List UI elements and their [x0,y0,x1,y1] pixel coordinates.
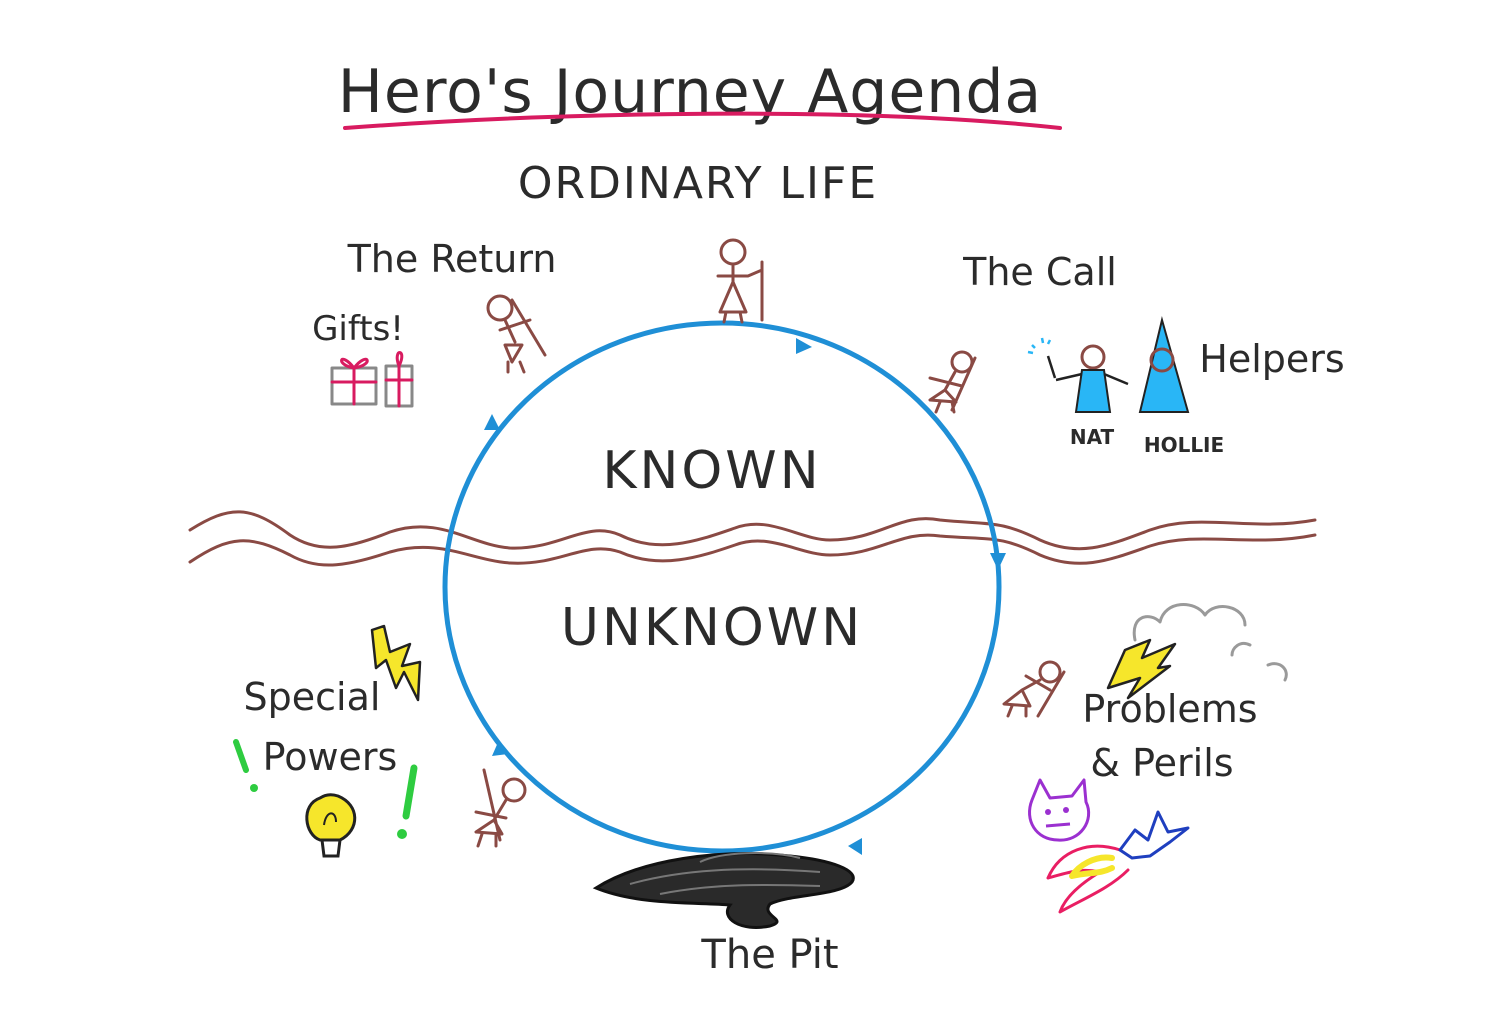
storm-cloud-icon [1132,603,1288,682]
helper-hollie-figure [1138,316,1190,413]
the-pit-label: The Pit [700,932,838,978]
powers-label: Powers [263,735,398,779]
the-call-label: The Call [962,250,1117,294]
cycle-arrow-bottom [848,838,862,855]
journey-cycle [442,320,1002,854]
helpers-label: Helpers [1199,337,1344,381]
exclamation-icon [233,739,258,792]
pit-icon [592,852,855,929]
lightbulb-icon [305,793,357,858]
threshold-line [188,510,1317,551]
helper-nat-figure [1027,337,1129,413]
the-return-label: The Return [347,237,557,281]
cycle-arrow-left [492,740,508,756]
helper-name-hollie: HOLLIE [1144,433,1224,457]
hero-figure-call [928,350,977,414]
helper-name-nat: NAT [1070,425,1115,449]
hero-figure-problems [1002,660,1066,718]
gifts-label: Gifts! [312,309,404,349]
title-underline [343,111,1062,130]
cycle-arrow-top [796,338,812,354]
gift-box-icon [384,351,414,408]
threshold-line-inner [188,533,1317,567]
exclamation-icon [397,764,418,839]
monster-icon [1028,778,1091,842]
lightning-icon [370,624,422,702]
hero-figure-return [486,294,547,374]
hero-figure-special-powers [474,768,527,848]
hero-figure-top [716,238,764,324]
perils-label: & Perils [1090,741,1233,785]
known-label: KNOWN [602,441,821,501]
cycle-arrow-right [990,553,1006,570]
unknown-label: UNKNOWN [561,598,863,658]
problems-label: Problems [1082,687,1257,731]
special-label: Special [244,675,381,719]
cycle-arrow-upper-left [484,414,500,430]
dragon-fire-icon [1046,810,1190,914]
gift-box-icon [330,357,378,406]
lightning-icon [1106,638,1177,700]
ordinary-life-label: ORDINARY LIFE [518,158,878,209]
